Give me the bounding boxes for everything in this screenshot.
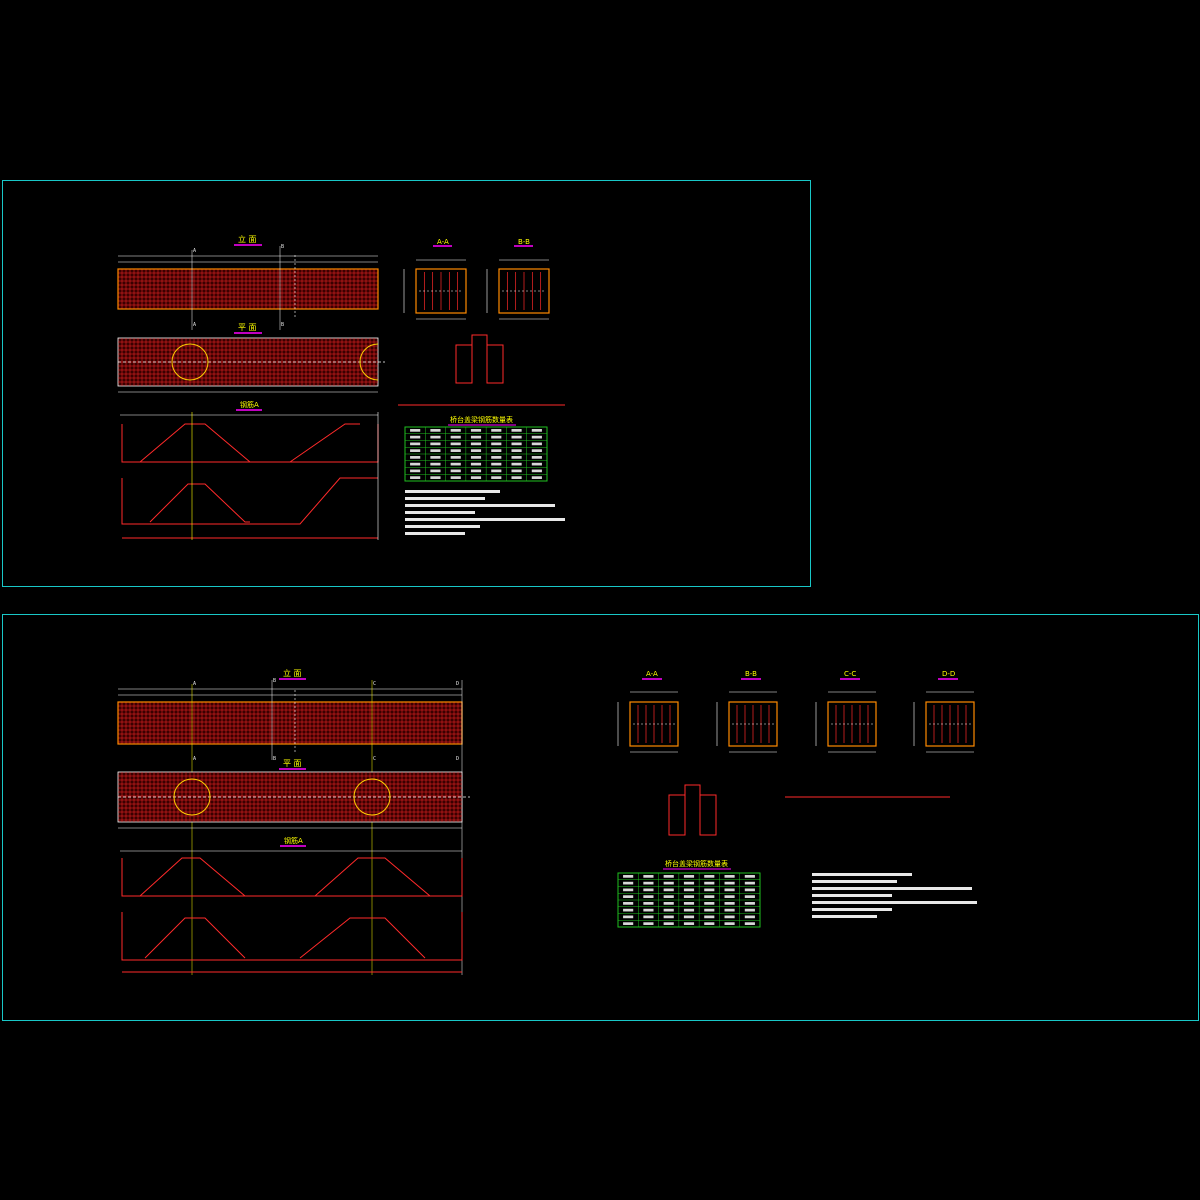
sheet1-section-a-title: A-A — [437, 238, 449, 246]
sheet1: 立 面 A A B B 平 面 钢筋A — [117, 234, 565, 540]
sheet1-section-a: A-A — [403, 238, 467, 320]
sheet1-bent-bar-3 — [121, 477, 378, 525]
sheet1-frame — [2, 180, 811, 587]
sheet1-section-b-bars — [502, 272, 546, 310]
sheet2-section-mark-d-bottom: D — [456, 756, 459, 762]
sheet2-bent-bar-4 — [144, 917, 426, 959]
sheet2: 立 面 A A B B C C D D 平 面 钢筋A — [117, 668, 977, 975]
sheet2-section-mark-a-top: A — [193, 681, 196, 687]
sheet2-bent-bar-3 — [121, 912, 463, 961]
sheet2-section-mark-c-top: C — [373, 681, 376, 687]
sheet2-frame — [2, 614, 1199, 1021]
sheet1-bent-bar-2 — [139, 423, 360, 463]
sheet1-table-title: 桥台盖梁钢筋数量表 — [450, 415, 513, 424]
sheet2-bent-bar-2 — [139, 857, 431, 897]
sheet2-section-mark-a-bottom: A — [193, 756, 196, 762]
sheet2-quantity-table — [617, 872, 761, 928]
sheet1-elevation-title: 立 面 — [238, 234, 257, 244]
sheet1-section-a-bars — [419, 272, 463, 310]
sheet1-elevation-outline — [117, 268, 379, 310]
sheet2-elevation-rebar-grid — [118, 702, 462, 744]
sheet2-section-bars — [831, 705, 873, 743]
sheet2-elevation-title: 立 面 — [283, 668, 302, 678]
sheet2-bent-bar-1 — [121, 858, 463, 897]
sheet2-section-a-title: A-A — [646, 670, 658, 678]
sheet1-quantity-table — [404, 426, 548, 482]
sheet1-bent-bar-1 — [121, 424, 379, 463]
sheet2-section-b: B-B — [716, 670, 778, 753]
sheet1-plan-title: 平 面 — [238, 323, 257, 332]
sheet2-section-mark-b-top: B — [273, 678, 276, 684]
sheet2-pier-circle-left — [173, 778, 211, 816]
sheet2-section-mark-b-bottom: B — [273, 756, 276, 762]
sheet2-rebar-title: 钢筋A — [284, 836, 303, 845]
sheet2-section-bars — [929, 705, 971, 743]
sheet1-bent-bar-4 — [149, 483, 250, 523]
sheet1-section-b-title: B-B — [518, 238, 530, 246]
sheet1-top-dimension — [118, 255, 378, 263]
sheet2-section-mark-c-bottom: C — [373, 756, 376, 762]
sheet2-section-c-title: C-C — [844, 670, 856, 678]
sheet1-section-mark-a-top: A — [193, 248, 196, 254]
sheet2-section-mark-d-top: D — [456, 681, 459, 687]
sheet2-section-d-title: D-D — [942, 670, 955, 678]
sheet1-stirrup-detail — [455, 334, 504, 384]
sheet2-section-b-title: B-B — [745, 670, 757, 678]
sheet1-section-mark-b-bottom: B — [281, 322, 284, 328]
sheet2-table-title: 桥台盖梁钢筋数量表 — [665, 859, 728, 868]
sheet2-top-dimension — [118, 688, 462, 696]
sheet2-plan-title: 平 面 — [283, 759, 302, 768]
sheet1-section-mark-a-bottom: A — [193, 322, 196, 328]
sheet2-notes — [812, 873, 977, 918]
sheet2-section-bars — [732, 705, 774, 743]
sheet1-notes — [405, 490, 565, 535]
sheet2-sections: A-A B-B C-C D-D — [617, 670, 975, 753]
sheet1-section-mark-b-top: B — [281, 244, 284, 250]
sheet2-section-a: A-A — [617, 670, 679, 753]
sheet1-section-b: B-B — [486, 238, 550, 320]
sheet1-rebar-title: 钢筋A — [240, 400, 259, 409]
sheet2-pier-circle-right — [353, 778, 391, 816]
sheet1-elevation-rebar-grid — [118, 269, 378, 309]
sheet2-section-c: C-C — [815, 670, 877, 753]
sheet2-stirrup-detail — [668, 784, 717, 836]
sheet2-section-bars — [633, 705, 675, 743]
sheet1-pier-circle-right — [359, 343, 379, 381]
sheet2-section-d: D-D — [913, 670, 975, 753]
sheet1-pier-circle-left — [171, 343, 209, 381]
